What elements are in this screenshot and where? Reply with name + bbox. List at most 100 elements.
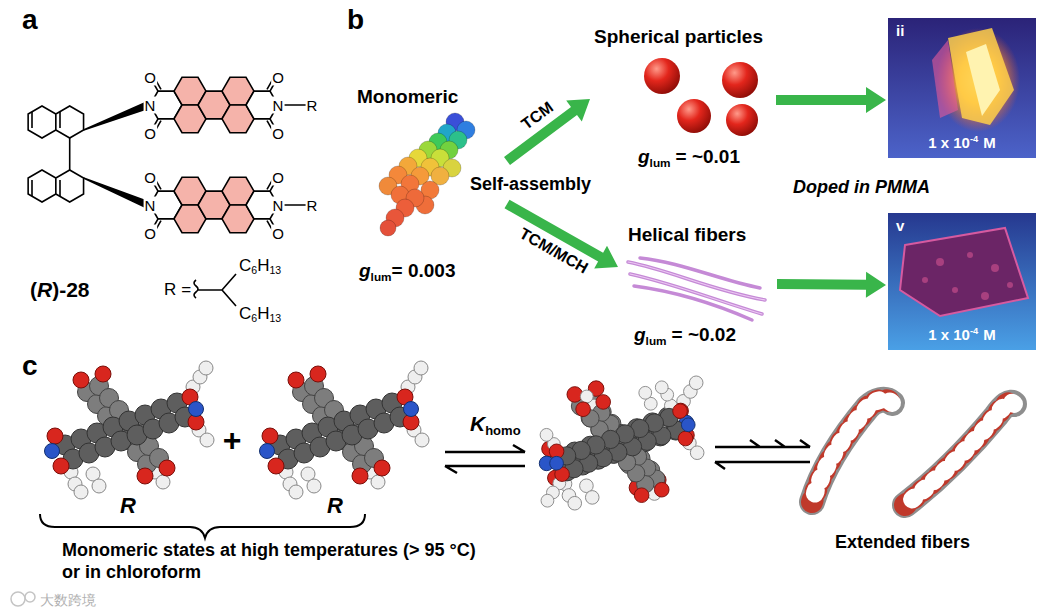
state-group: Spherical particles glum= ~0.01 (592, 24, 774, 173)
helical-fibers (628, 258, 765, 320)
equilibrium-arrows (445, 440, 810, 473)
panel-letter: a (22, 4, 38, 35)
process-label: Doped in PMMA (793, 177, 930, 198)
state-group-text: glum= 0.003 (359, 260, 455, 283)
chemical-structure (84, 102, 148, 131)
state-group-text: = ~0.02 (672, 324, 736, 345)
extended-fibers (812, 400, 892, 502)
state-caption: Extended fibers (835, 532, 970, 553)
atom-label: N (272, 197, 285, 214)
equilibrium-arrows (715, 462, 810, 469)
state-group-text: glum= ~0.02 (634, 324, 736, 347)
chemical-structure (28, 75, 312, 306)
state-group-text: lum (650, 156, 671, 169)
chirality-label: R (120, 493, 136, 518)
photo-v (888, 213, 1036, 350)
spherical-particles (722, 62, 758, 98)
monomer-models (45, 361, 215, 499)
substituent-label: R= (164, 280, 191, 300)
watermark-icon (11, 592, 35, 606)
substituent-label: = (181, 280, 191, 299)
chain-formula: 6 (251, 264, 257, 276)
state-caption: Monomeric states at high temperatures (>… (62, 540, 482, 583)
atom-label: O (143, 69, 157, 86)
atom-label: O (143, 169, 157, 186)
atom-label: O (271, 170, 285, 185)
chain-formula: C (239, 304, 251, 323)
atom-label: O (143, 226, 157, 241)
state-group-text: Monomeric (357, 86, 458, 107)
watermark-icon (25, 592, 35, 602)
atom-label: O (271, 225, 285, 242)
photo-v (991, 264, 999, 272)
state-group: Monomeric glum= 0.003 (355, 86, 505, 287)
photo-v (936, 258, 944, 266)
state-caption: Extended fibers (835, 532, 970, 552)
atom-label: R (306, 197, 319, 214)
state-group-text: glum= ~0.01 (638, 146, 740, 169)
watermark: 大数跨境 (40, 592, 96, 608)
atom-label: N (144, 198, 157, 213)
chemical-structure (150, 175, 312, 234)
substituent-label: R (164, 280, 176, 299)
photo-v (900, 228, 1028, 316)
spherical-particles (644, 58, 758, 136)
photo-ii (888, 18, 1036, 158)
compound-name: ( (30, 278, 37, 301)
panel-letter: c (22, 350, 38, 381)
atom-label: O (143, 126, 157, 141)
photo-ii (932, 40, 958, 118)
arrow-label: TCM/MCH (515, 224, 593, 279)
state-group-text: Monomeric (357, 86, 458, 108)
chemical-structure (32, 112, 70, 196)
atom-label: O (143, 170, 157, 185)
arrow-label: TCM (517, 97, 558, 134)
photo-panel-text: 1 x 10-4M (928, 134, 996, 151)
photo-v (1007, 282, 1013, 288)
state-group-text: Helical fibers (628, 224, 746, 246)
photo-panel: v1 x 10-4M (888, 213, 1036, 350)
state-group-text: lum (371, 270, 392, 283)
atom-label: O (271, 226, 285, 241)
chain-formula: H (257, 256, 269, 275)
chain-formula: 13 (269, 264, 281, 276)
photo-v (922, 277, 928, 283)
constant-label: K (470, 412, 485, 435)
extended-fibers (905, 403, 1014, 505)
extended-fibers (812, 400, 1014, 505)
chain-formula: H (257, 304, 269, 323)
helical-fibers (628, 258, 765, 320)
atom-label: N (144, 98, 157, 113)
equilibrium-arrows (445, 445, 525, 452)
photo-v (922, 252, 1013, 300)
chemical-structure (150, 75, 312, 134)
helical-fibers (634, 286, 752, 320)
atom-label: R (306, 198, 319, 213)
state-group-text: g (634, 324, 646, 345)
atom-label: N (272, 98, 285, 113)
photo-panel-text: v (896, 217, 904, 234)
state-group-text: Helical fibers (628, 224, 746, 245)
process-arrow (777, 272, 886, 298)
extended-fibers (905, 403, 1014, 505)
spherical-particles (644, 58, 680, 94)
atom-label: N (272, 97, 285, 114)
compound-name: )-28 (52, 278, 89, 301)
watermark-icon (11, 592, 25, 606)
dimer-model (540, 381, 695, 507)
constant-label: Khomo (470, 412, 521, 439)
dimer-model (539, 376, 704, 510)
photo-panel: ii1 x 10-4M (888, 18, 1036, 158)
atom-label: O (271, 125, 285, 142)
chain-formula: C6H13 (239, 304, 281, 324)
photo-panel-text: M (983, 134, 996, 151)
photo-v (967, 252, 973, 258)
chemical-structure (194, 274, 236, 306)
monomer-model (380, 220, 396, 236)
state-group-text: g (638, 146, 650, 167)
atom-label: O (271, 169, 285, 186)
state-group-text: Spherical particles (594, 26, 763, 48)
chain-formula: C (239, 256, 251, 275)
